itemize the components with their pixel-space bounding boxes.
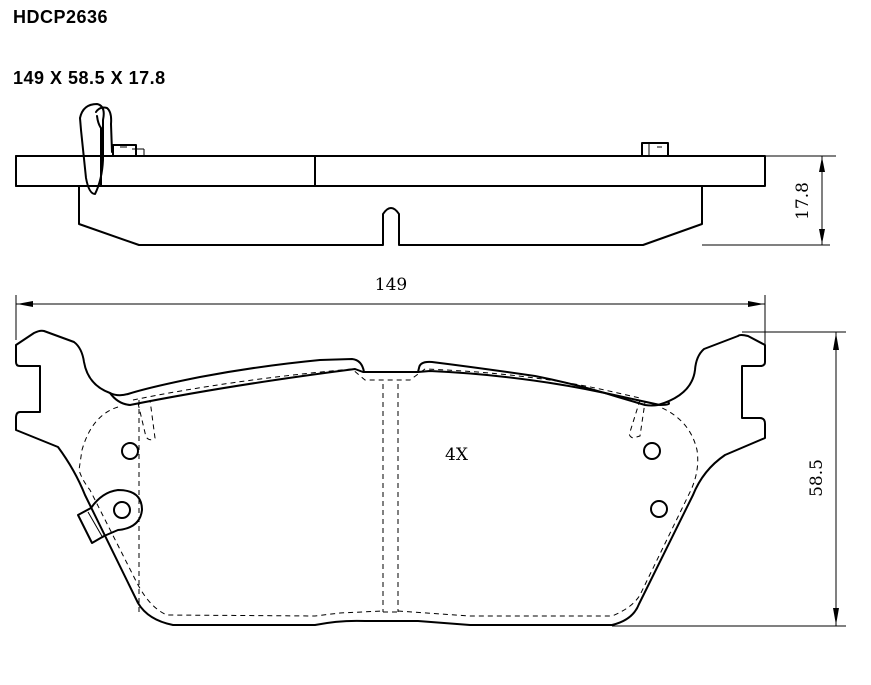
quantity-note: 4X: [445, 445, 469, 465]
overall-dimensions-label: 149 X 58.5 X 17.8: [13, 68, 166, 88]
hole-top-left: [121, 442, 139, 460]
width-dim-text: 149: [375, 275, 407, 295]
tab-left: [112, 144, 137, 157]
clip-inner: [96, 115, 102, 187]
hole-bottom-right: [650, 500, 668, 518]
backing-plate-outline: [15, 329, 766, 626]
backing-plate: [15, 155, 766, 187]
backing-plate-left: [15, 155, 316, 187]
wear-sensor-hole: [113, 501, 131, 519]
slot-left-hidden: [137, 399, 156, 441]
friction-outline-hidden: [78, 406, 699, 617]
friction-top-edge: [109, 368, 670, 406]
tab-right: [641, 142, 669, 157]
side-view: 17.8: [15, 103, 836, 246]
wear-indicator-clip: [79, 103, 105, 195]
part-number-title: HDCP2636: [13, 7, 109, 27]
clip-spring: [95, 106, 113, 153]
front-view: 149 58.5 4X: [15, 275, 846, 627]
thickness-dim-text: 17.8: [793, 182, 813, 220]
hole-top-right: [643, 442, 661, 460]
slot-right-hidden: [628, 399, 646, 439]
wear-sensor-tab: [77, 489, 143, 544]
height-dim-text: 58.5: [807, 459, 827, 497]
friction-material: [78, 185, 703, 246]
